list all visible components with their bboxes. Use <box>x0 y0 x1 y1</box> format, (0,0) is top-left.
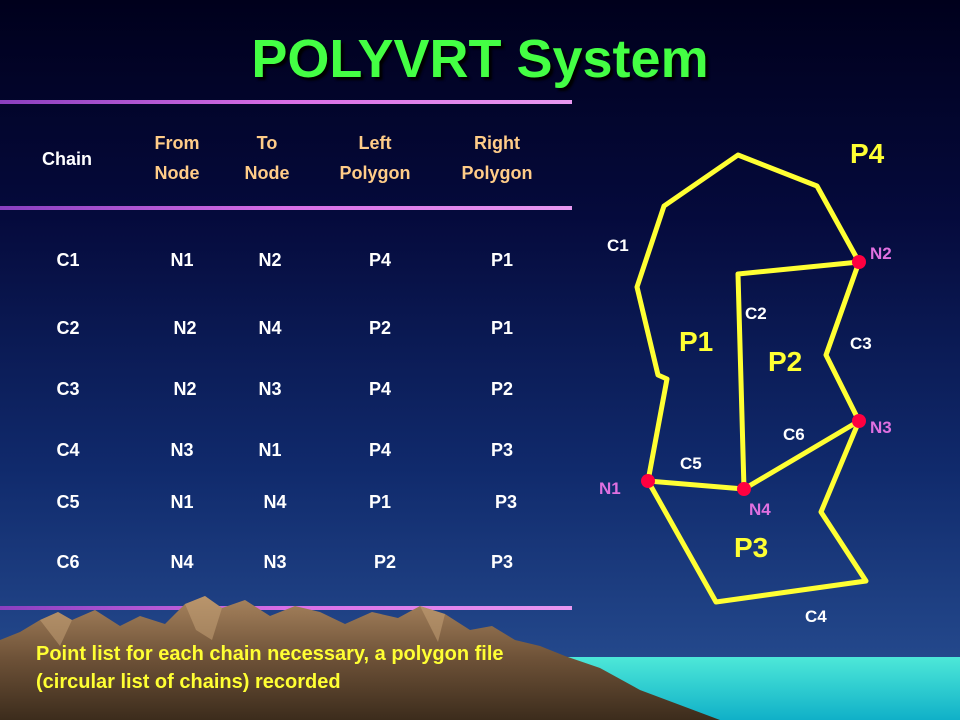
cell-to-node: N1 <box>258 440 282 460</box>
chain-label-c2: C2 <box>745 304 767 323</box>
cell-to-node: N4 <box>263 492 287 512</box>
chain-label-c4: C4 <box>805 607 827 626</box>
cell-to-node: N3 <box>258 379 282 399</box>
nodes <box>641 255 866 496</box>
node-label-n2: N2 <box>870 244 892 263</box>
cell-to-node: N2 <box>258 250 282 270</box>
node-n3-marker <box>852 414 866 428</box>
cell-left-polygon: P1 <box>368 492 392 512</box>
node-n1-marker <box>641 474 655 488</box>
cell-right-polygon: P1 <box>490 318 514 338</box>
cell-chain: C3 <box>56 379 80 399</box>
node-n4-marker <box>737 482 751 496</box>
header-from-node: From Node <box>154 133 200 183</box>
cell-chain: C4 <box>56 440 80 460</box>
polygon-label-p2: P2 <box>768 346 802 377</box>
header-chain: Chain <box>41 149 92 169</box>
cell-right-polygon: P3 <box>490 440 514 460</box>
node-label-n3: N3 <box>870 418 892 437</box>
footnote: Point list for each chain necessary, a p… <box>36 643 504 693</box>
cell-chain: C6 <box>56 552 80 572</box>
cell-to-node: N3 <box>263 552 287 572</box>
cell-chain: C2 <box>56 318 80 338</box>
table-bottom-rule <box>0 606 572 610</box>
node-label-n1: N1 <box>599 479 621 498</box>
cell-left-polygon: P2 <box>373 552 397 572</box>
chain-label-c3: C3 <box>850 334 872 353</box>
cell-from-node: N3 <box>170 440 194 460</box>
cell-chain: C1 <box>56 250 80 270</box>
mountain-range <box>0 596 720 720</box>
polygon-label-p1: P1 <box>679 326 713 357</box>
cell-from-node: N2 <box>173 379 197 399</box>
node-label-n4: N4 <box>749 500 771 519</box>
cell-right-polygon: P2 <box>490 379 514 399</box>
page-title: POLYVRT System <box>251 29 709 89</box>
chain-c6-line <box>741 418 862 492</box>
cell-right-polygon: P3 <box>490 552 514 572</box>
table-top-rule <box>0 100 572 104</box>
header-to-node: To Node <box>244 133 290 183</box>
node-n2-marker <box>852 255 866 269</box>
chain-c5-line <box>645 478 747 492</box>
chain-c2-line <box>735 259 862 492</box>
table-header-rule <box>0 206 572 210</box>
cell-chain: C5 <box>56 492 80 512</box>
chain-c4-line <box>645 418 869 605</box>
cell-left-polygon: P4 <box>368 440 392 460</box>
chain-label-c6: C6 <box>783 425 805 444</box>
chain-c3-line <box>823 259 862 424</box>
cell-from-node: N2 <box>173 318 197 338</box>
polygon-label-p4: P4 <box>850 138 885 169</box>
chain-label-c1: C1 <box>607 236 629 255</box>
chain-lines <box>634 152 869 605</box>
cell-left-polygon: P4 <box>368 250 392 270</box>
cell-right-polygon: P3 <box>494 492 518 512</box>
cell-from-node: N1 <box>170 492 194 512</box>
polygon-label-p3: P3 <box>734 532 768 563</box>
cell-left-polygon: P4 <box>368 379 392 399</box>
cell-from-node: N4 <box>170 552 194 572</box>
header-right-polygon: Right Polygon <box>461 133 533 183</box>
cell-right-polygon: P1 <box>490 250 514 270</box>
chain-c1-line <box>634 152 862 484</box>
cell-from-node: N1 <box>170 250 194 270</box>
header-left-polygon: Left Polygon <box>339 133 411 183</box>
cell-left-polygon: P2 <box>368 318 392 338</box>
cell-to-node: N4 <box>258 318 282 338</box>
chain-label-c5: C5 <box>680 454 702 473</box>
